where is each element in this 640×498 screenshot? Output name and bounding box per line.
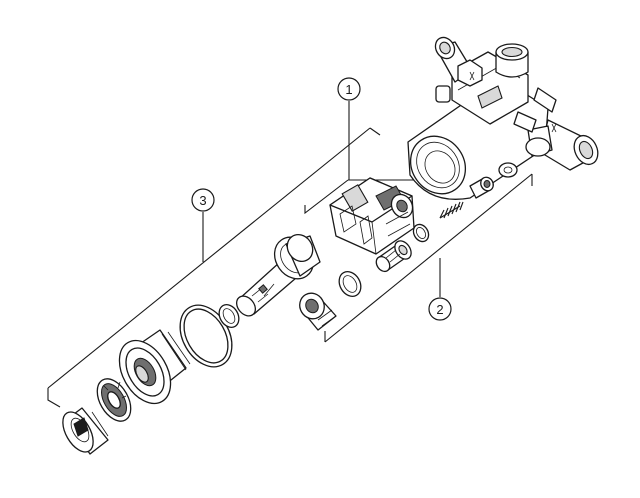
callout-1-label: 1: [345, 82, 352, 97]
callout-2-label: 2: [436, 302, 443, 317]
callout-3: 3: [191, 188, 215, 212]
valve-body: [407, 36, 599, 200]
bracket-group-3: [47, 127, 381, 408]
scale-disc: [96, 378, 132, 422]
cartridge: [329, 177, 415, 255]
bracket-group-2: [324, 173, 533, 343]
callout-2: 2: [428, 297, 452, 321]
o-rings-group-3: [179, 304, 240, 368]
handle-cap: [62, 407, 109, 455]
bonnet-nut: [118, 329, 191, 405]
valve-small-parts: [299, 162, 518, 331]
spindle-assembly: [235, 233, 321, 317]
callout-1: 1: [337, 77, 361, 101]
callout-3-label: 3: [199, 193, 206, 208]
